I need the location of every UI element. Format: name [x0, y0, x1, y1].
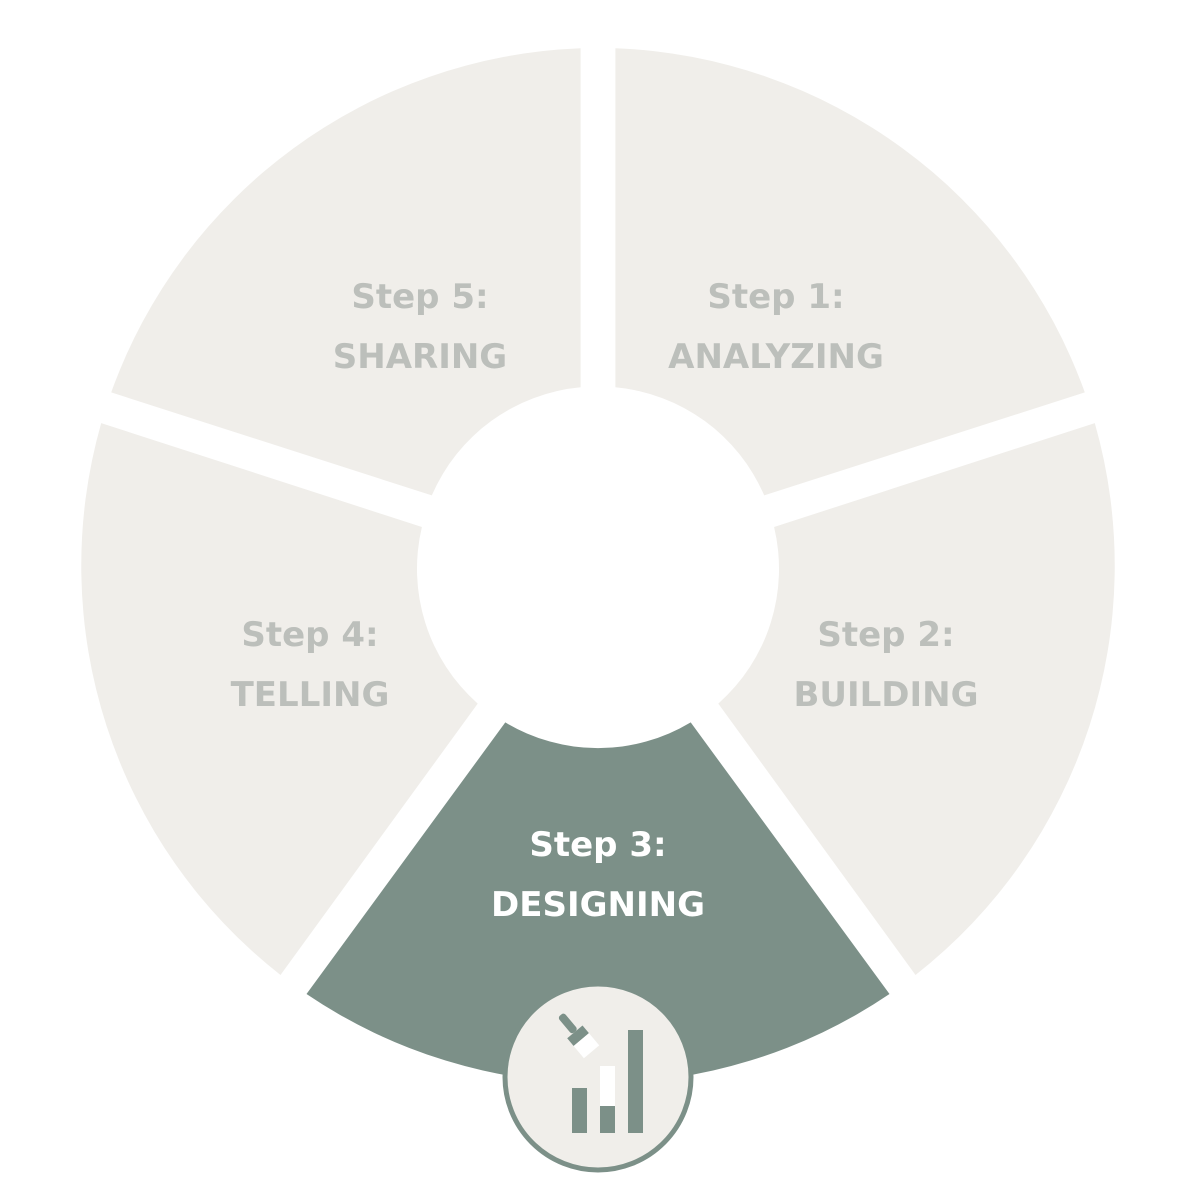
paintbrush-bar-chart-icon [558, 1013, 643, 1133]
bar-chart-bar-1 [572, 1088, 587, 1133]
segment-step-1-name-label: ANALYZING [668, 337, 884, 377]
segment-step-5: Step 5: SHARING [111, 48, 581, 496]
icon-badge-circle [502, 981, 694, 1173]
paintbrush-bristles [573, 1033, 600, 1059]
segment-step-3-name-label: DESIGNING [491, 885, 705, 925]
segment-step-2-step-label: Step 2: [817, 615, 954, 655]
segment-step-4-step-label: Step 4: [241, 615, 378, 655]
segment-step-4: Step 4: TELLING [81, 423, 478, 976]
segment-step-1: Step 1: ANALYZING [615, 48, 1085, 496]
segment-step-1-shape [615, 48, 1085, 496]
segment-step-5-step-label: Step 5: [351, 277, 488, 317]
bar-chart-bar-2 [600, 1106, 615, 1133]
segment-step-2-name-label: BUILDING [793, 675, 978, 715]
bar-chart-bar-2-highlight [600, 1066, 615, 1106]
segment-step-2: Step 2: BUILDING [718, 423, 1115, 976]
paintbrush-ferrule [567, 1025, 589, 1046]
segment-step-3: Step 3: DESIGNING [306, 722, 890, 1084]
segment-step-5-shape [111, 48, 581, 496]
paintbrush-handle [558, 1013, 577, 1034]
segment-step-4-name-label: TELLING [231, 675, 390, 715]
segment-step-4-shape [81, 423, 478, 976]
designing-icon-badge [502, 981, 694, 1173]
segment-step-2-shape [718, 423, 1115, 976]
segment-step-5-name-label: SHARING [333, 337, 507, 377]
bar-chart-bar-3 [628, 1030, 643, 1133]
paintbrush-icon [558, 1013, 600, 1059]
segment-step-3-step-label: Step 3: [529, 825, 666, 865]
segment-step-3-shape [306, 722, 890, 1084]
segment-step-1-step-label: Step 1: [707, 277, 844, 317]
